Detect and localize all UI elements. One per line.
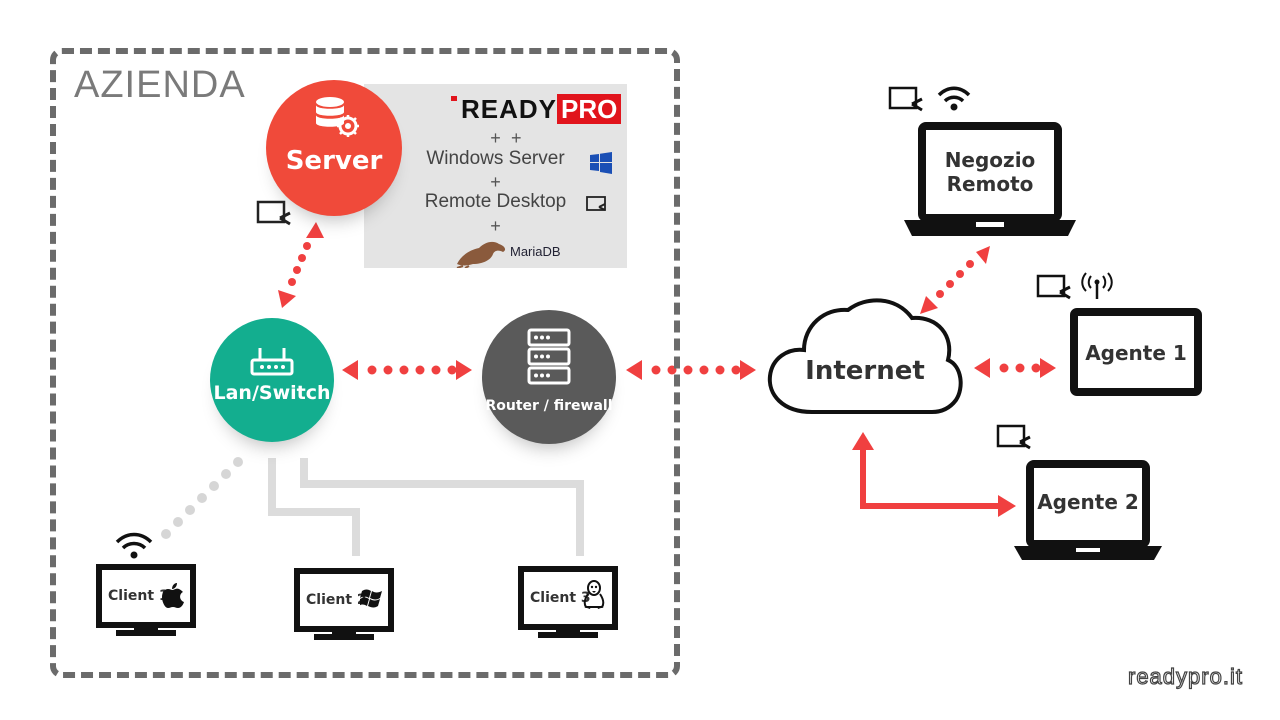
client1-wifi-link: [161, 457, 243, 539]
mariadb-seal-icon: [456, 241, 506, 268]
wifi-icon: [937, 86, 971, 111]
site-watermark: readypro.it: [1127, 663, 1243, 689]
agente-1-tablet[interactable]: Agente 1: [1070, 308, 1202, 396]
agente-2-label: Agente 2: [1037, 490, 1139, 514]
remote-desktop-icon: [1036, 274, 1071, 300]
azienda-zone: [50, 48, 680, 678]
client-3-label: Client 3: [530, 590, 591, 606]
brand-ready: READY: [461, 94, 558, 124]
mariadb-label: MariaDB: [510, 244, 561, 259]
client2-cable: [268, 458, 360, 556]
router-firewall-node[interactable]: Router / firewall: [482, 310, 616, 444]
negozio-label-line1: Negozio: [944, 148, 1036, 172]
plus-sign: +: [511, 128, 522, 148]
internet-agente2-link: [852, 432, 1016, 517]
brand-pro: PRO: [557, 94, 622, 124]
server-rack-icon: [527, 328, 571, 385]
router-label: Router / firewall: [485, 398, 613, 414]
lan-switch-label: Lan/Switch: [213, 382, 331, 404]
remote-desktop-icon: [586, 196, 606, 211]
laptop-icon: [1014, 460, 1162, 560]
zone-title: AZIENDA: [74, 64, 246, 106]
client-2-monitor[interactable]: Client 2: [294, 568, 394, 642]
internet-agente1-link: [974, 358, 1056, 378]
windows-icon: [360, 589, 382, 608]
wifi-icon: [115, 532, 153, 559]
apple-icon: [162, 583, 184, 608]
tablet-icon: [1070, 308, 1202, 396]
agente-2-laptop[interactable]: Agente 2: [1014, 460, 1162, 562]
lan-switch-node[interactable]: Lan/Switch: [210, 318, 334, 442]
database-gear-icon: [316, 97, 359, 137]
windows-logo-icon: [590, 152, 612, 174]
plus-sign: +: [490, 216, 501, 236]
remote-desktop-icon: [256, 200, 291, 226]
remote-desktop-icon: [888, 86, 923, 112]
internet-cloud[interactable]: Internet: [762, 290, 968, 422]
windows-server-label: Windows Server: [426, 148, 565, 169]
lan-router-link: [342, 360, 472, 380]
client3-cable: [300, 458, 584, 556]
monitor-icon: [518, 566, 618, 638]
readypro-logo: READY PRO: [451, 94, 622, 124]
client-1-monitor[interactable]: Client 1: [96, 564, 196, 638]
agente-1-label: Agente 1: [1085, 341, 1187, 365]
client-2-label: Client 2: [306, 592, 367, 608]
router-device-icon: [250, 348, 294, 376]
server-lan-link: [278, 222, 324, 308]
monitor-icon: [294, 568, 394, 640]
server-node[interactable]: Server: [266, 80, 402, 216]
server-label: Server: [285, 146, 383, 176]
negozio-label-line2: Remoto: [946, 172, 1034, 196]
client-3-monitor[interactable]: Client 3: [518, 566, 618, 640]
plus-sign: +: [490, 128, 501, 148]
remote-desktop-label: Remote Desktop: [424, 191, 567, 212]
laptop-icon: [904, 122, 1076, 236]
remote-desktop-line: Remote Desktop: [364, 191, 627, 213]
negozio-remoto-laptop[interactable]: Negozio Remoto: [904, 122, 1076, 240]
windows-server-line: Windows Server: [364, 148, 627, 170]
internet-negozio-link: [920, 246, 990, 314]
linux-icon: [583, 580, 605, 609]
internet-label: Internet: [805, 356, 925, 386]
cloud-icon: [767, 298, 963, 414]
plus-sign: +: [490, 172, 501, 192]
antenna-signal-icon: [1081, 272, 1113, 299]
remote-desktop-icon: [996, 424, 1031, 450]
client-1-label: Client 1: [108, 588, 169, 604]
